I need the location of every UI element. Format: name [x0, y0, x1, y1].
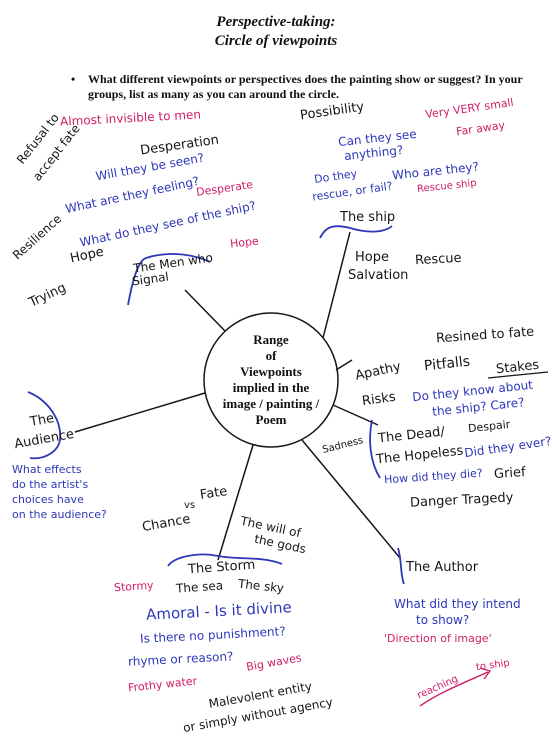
title-line-1: Perspective-taking:	[216, 14, 336, 30]
bracket-audience	[27, 391, 61, 460]
note-stormy: Stormy	[113, 578, 154, 595]
note-effects-2: do the artist's	[12, 478, 89, 491]
reaching-arrowhead	[479, 667, 492, 680]
note-effects-1: What effects	[12, 463, 82, 476]
reaching-arrow	[419, 671, 489, 707]
note-rescue: Rescue	[414, 250, 462, 269]
spoke-author	[301, 439, 401, 559]
spoke-dead	[332, 404, 379, 426]
centre-line: of	[265, 348, 277, 363]
instruction-text: What different viewpoints or perspective…	[88, 72, 523, 101]
note-direction: 'Direction of image'	[384, 632, 492, 645]
centre-line: Range	[253, 332, 289, 347]
bracket-men-who-signal	[127, 253, 211, 306]
bracket-storm	[167, 553, 283, 567]
centre-label: Range of Viewpoints implied in the image…	[206, 332, 336, 428]
underline-stakes	[487, 371, 549, 379]
note-effects-4: on the audience?	[12, 508, 107, 521]
spoke-ship	[322, 231, 351, 339]
note-grief: Grief	[493, 464, 527, 483]
spoke-apathy	[335, 359, 353, 371]
bracket-dead	[369, 419, 381, 479]
spoke-storm	[217, 444, 254, 561]
centre-line: implied in the	[232, 380, 310, 395]
instruction-bullet: • What different viewpoints or perspecti…	[71, 72, 528, 102]
central-circle	[203, 312, 339, 448]
centre-line: Viewpoints	[240, 364, 302, 379]
spoke-audience	[74, 392, 206, 433]
bullet-dot: •	[71, 72, 76, 86]
centre-line: image / painting /	[222, 396, 320, 411]
note-intend-1: What did they intend	[394, 597, 521, 611]
note-hope-2: Hope	[355, 250, 389, 265]
label-the-ship: The ship	[340, 210, 396, 225]
bracket-ship	[319, 225, 393, 239]
bracket-author	[397, 547, 405, 585]
label-the-author: The Author	[406, 560, 479, 575]
note-vs: vs	[184, 500, 196, 511]
note-salvation: Salvation	[348, 268, 409, 283]
spoke-men-who-signal	[184, 289, 226, 332]
centre-line: Poem	[255, 412, 287, 427]
title-line-2: Circle of viewpoints	[214, 33, 338, 49]
note-effects-3: choices have	[12, 493, 84, 506]
note-intend-2: to show?	[416, 613, 470, 627]
